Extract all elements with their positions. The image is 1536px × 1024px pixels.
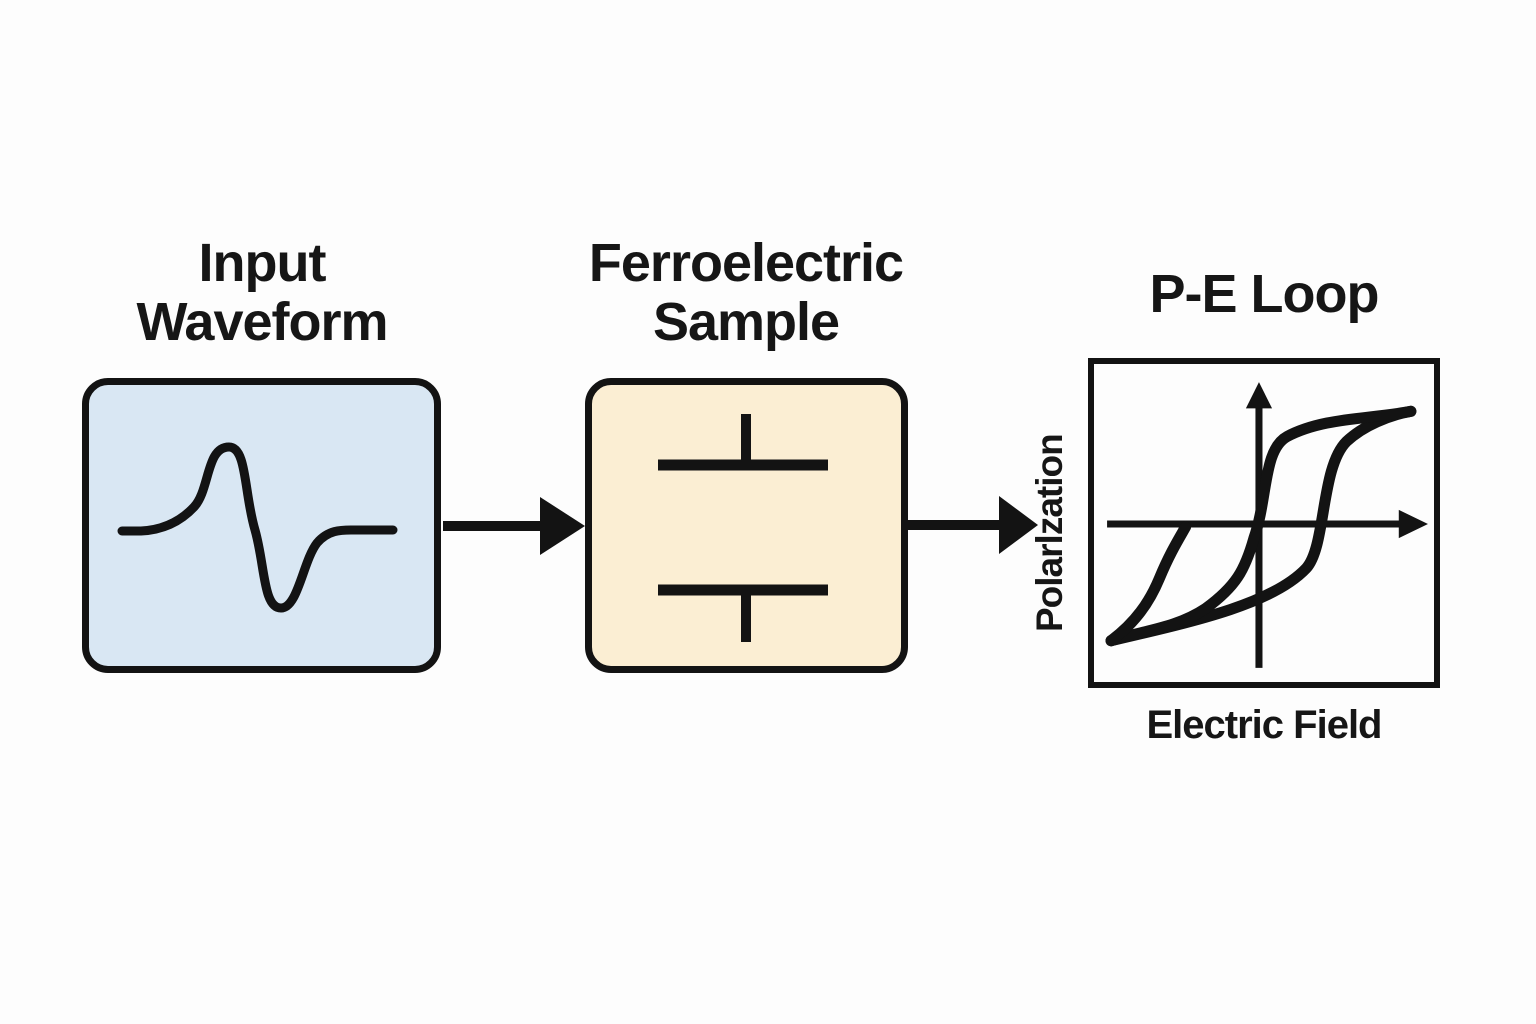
flow-arrow-input-to-sample <box>443 497 585 555</box>
pe-loop-title: P-E Loop <box>1149 264 1380 324</box>
flow-arrow-sample-to-loop <box>907 496 1038 554</box>
ferroelectric-sample-node <box>585 378 908 673</box>
loop-descending-branch <box>1105 405 1417 647</box>
ferroelectric-sample-title: Ferroelectric Sample <box>558 234 934 352</box>
capacitor-icon <box>658 414 828 642</box>
hysteresis-loop-plot <box>1105 382 1428 668</box>
input-waveform-title-line2: Waveform <box>136 292 388 352</box>
pe-loop-xlabel: Electric Field <box>1146 703 1383 747</box>
loop-left-branch <box>1105 521 1192 647</box>
waveform-icon <box>117 442 398 613</box>
y-axis-arrowhead <box>1245 382 1273 409</box>
pe-loop-ylabel: Polarlzation <box>1029 434 1070 632</box>
input-waveform-title-line1: Input <box>198 233 327 293</box>
x-axis-arrowhead <box>1398 509 1428 539</box>
input-waveform-title: Input Waveform <box>62 234 462 352</box>
pe-loop-node <box>1088 358 1440 688</box>
ferroelectric-sample-title-line2: Sample <box>652 292 840 352</box>
ferroelectric-sample-title-line1: Ferroelectric <box>588 233 904 293</box>
input-waveform-node <box>82 378 441 673</box>
loop-ascending-branch <box>1105 405 1417 647</box>
